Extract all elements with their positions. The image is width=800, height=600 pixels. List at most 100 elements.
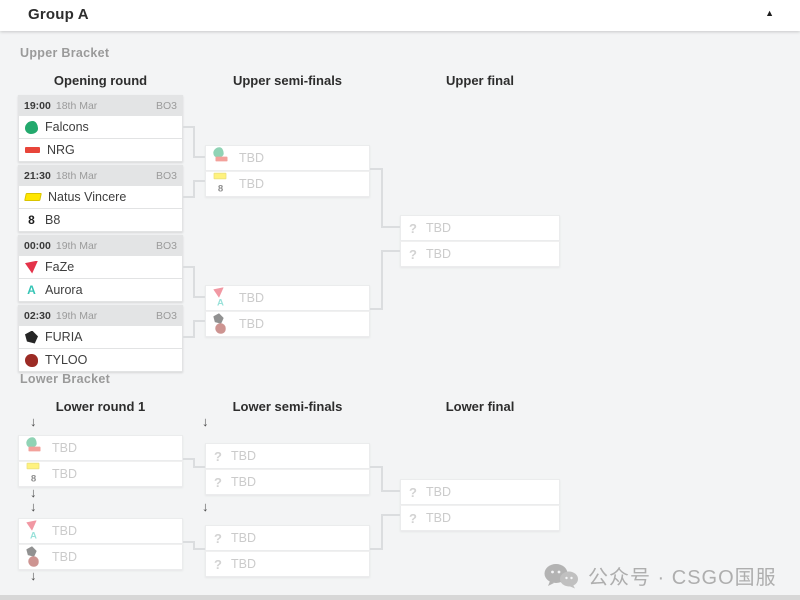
falcons-nrg-faded-logos — [212, 147, 232, 169]
match-date: 19th Mar — [55, 239, 98, 252]
falcons-logo — [213, 147, 224, 158]
collapse-caret-icon[interactable]: ▲ — [765, 8, 774, 18]
team-name: FaZe — [45, 260, 75, 274]
furia-tyloo-faded-logos — [212, 313, 232, 335]
upper-bracket-label: Upper Bracket — [20, 46, 110, 60]
tbd-label: TBD — [426, 485, 451, 499]
drop-down-arrow-icon: ↓ — [30, 499, 37, 514]
furia-logo — [25, 330, 38, 344]
lower-semi-final-2[interactable]: ? TBD ? TBD — [205, 525, 370, 577]
faze-logo — [25, 260, 38, 274]
column-header-upper-final: Upper final — [446, 73, 514, 88]
tyloo-logo — [215, 323, 226, 334]
match-header: 00:00 19th Mar BO3 — [18, 235, 183, 256]
nrg-logo — [25, 147, 40, 153]
tbd-row: ? TBD — [400, 215, 560, 241]
tbd-row: A TBD — [205, 285, 370, 311]
tbd-row: TBD — [205, 145, 370, 171]
natus-vincere-logo — [213, 172, 227, 180]
bracket-connector — [183, 126, 194, 128]
match-date: 18th Mar — [55, 169, 98, 182]
team-row: NRG — [18, 139, 183, 162]
tbd-row: ? TBD — [400, 241, 560, 267]
bracket-connector — [193, 266, 195, 298]
match-time: 00:00 — [24, 239, 51, 252]
tbd-label: TBD — [426, 511, 451, 525]
b8-logo: 8 — [28, 212, 35, 227]
match-date: 19th Mar — [55, 309, 98, 322]
furia-logo — [213, 313, 224, 324]
bracket-connector — [193, 126, 195, 158]
bracket-connector — [183, 336, 194, 338]
team-row: 8 B8 — [18, 209, 183, 232]
drop-down-arrow-icon: ↓ — [202, 499, 209, 514]
question-mark-icon: ? — [409, 484, 417, 500]
team-name: B8 — [45, 213, 61, 227]
bracket-connector — [193, 458, 195, 468]
bracket-connector — [381, 250, 383, 310]
tbd-label: TBD — [52, 467, 77, 481]
natus-vincere-logo — [26, 462, 40, 470]
tyloo-logo — [28, 556, 39, 567]
match-format: BO3 — [155, 239, 177, 252]
tbd-label: TBD — [426, 221, 451, 235]
match-format: BO3 — [155, 309, 177, 322]
nrg-logo — [215, 156, 228, 162]
tbd-label: TBD — [239, 291, 264, 305]
bracket-connector — [370, 308, 382, 310]
aurora-logo: A — [27, 282, 36, 297]
falcons-logo — [25, 120, 38, 134]
bracket-connector — [193, 320, 205, 322]
tbd-label: TBD — [231, 557, 256, 571]
match-faze-vs-aurora[interactable]: 00:00 19th Mar BO3 FaZe A Aurora — [18, 235, 183, 302]
aurora-logo: A — [217, 296, 224, 308]
tbd-label: TBD — [52, 550, 77, 564]
lower-final[interactable]: ? TBD ? TBD — [400, 479, 560, 531]
team-row: A Aurora — [18, 279, 183, 302]
tbd-label: TBD — [239, 177, 264, 191]
bracket-connector — [381, 514, 383, 550]
lower-semi-final-1[interactable]: ? TBD ? TBD — [205, 443, 370, 495]
bracket-connector — [370, 466, 382, 468]
team-name: FURIA — [45, 330, 83, 344]
question-mark-icon: ? — [214, 530, 222, 546]
question-mark-icon: ? — [214, 448, 222, 464]
match-falcons-vs-nrg[interactable]: 19:00 18th Mar BO3 Falcons NRG — [18, 95, 183, 162]
drop-down-arrow-icon: ↓ — [30, 568, 37, 583]
watermark: 公众号 · CSGO国服 — [543, 561, 777, 590]
match-time: 21:30 — [24, 169, 51, 182]
b8-logo: 8 — [30, 472, 37, 484]
group-header-bar: Group A ▲ — [0, 0, 800, 31]
tbd-row: ? TBD — [400, 505, 560, 531]
bracket-connector — [381, 466, 383, 492]
match-furia-vs-tyloo[interactable]: 02:30 19th Mar BO3 FURIA TYLOO — [18, 305, 183, 372]
bracket-connector — [183, 266, 194, 268]
upper-semi-final-2[interactable]: A TBD TBD — [205, 285, 370, 337]
lower-round1-match-1[interactable]: TBD 8 TBD — [18, 435, 183, 487]
tbd-label: TBD — [239, 317, 264, 331]
navi-b8-faded-logos: 8 — [25, 462, 45, 485]
upper-semi-final-1[interactable]: TBD 8 TBD — [205, 145, 370, 197]
tbd-row: 8 TBD — [18, 461, 183, 487]
upper-final[interactable]: ? TBD ? TBD — [400, 215, 560, 267]
match-header: 02:30 19th Mar BO3 — [18, 305, 183, 326]
team-row: Natus Vincere — [18, 186, 183, 209]
lower-round1-match-2[interactable]: A TBD TBD — [18, 518, 183, 570]
bracket-connector — [183, 541, 194, 543]
faze-logo — [213, 287, 224, 298]
tbd-label: TBD — [52, 441, 77, 455]
match-time: 02:30 — [24, 309, 51, 322]
team-name: Aurora — [45, 283, 83, 297]
question-mark-icon: ? — [214, 556, 222, 572]
match-header: 19:00 18th Mar BO3 — [18, 95, 183, 116]
column-header-lower-final: Lower final — [445, 399, 515, 414]
furia-tyloo-faded-logos — [25, 546, 45, 568]
team-name: Natus Vincere — [48, 190, 127, 204]
drop-down-arrow-icon: ↓ — [30, 414, 37, 429]
faze-logo — [26, 520, 37, 531]
match-navi-vs-b8[interactable]: 21:30 18th Mar BO3 Natus Vincere 8 B8 — [18, 165, 183, 232]
tbd-row: TBD — [18, 544, 183, 570]
bracket-connector — [193, 466, 205, 468]
team-row: Falcons — [18, 116, 183, 139]
